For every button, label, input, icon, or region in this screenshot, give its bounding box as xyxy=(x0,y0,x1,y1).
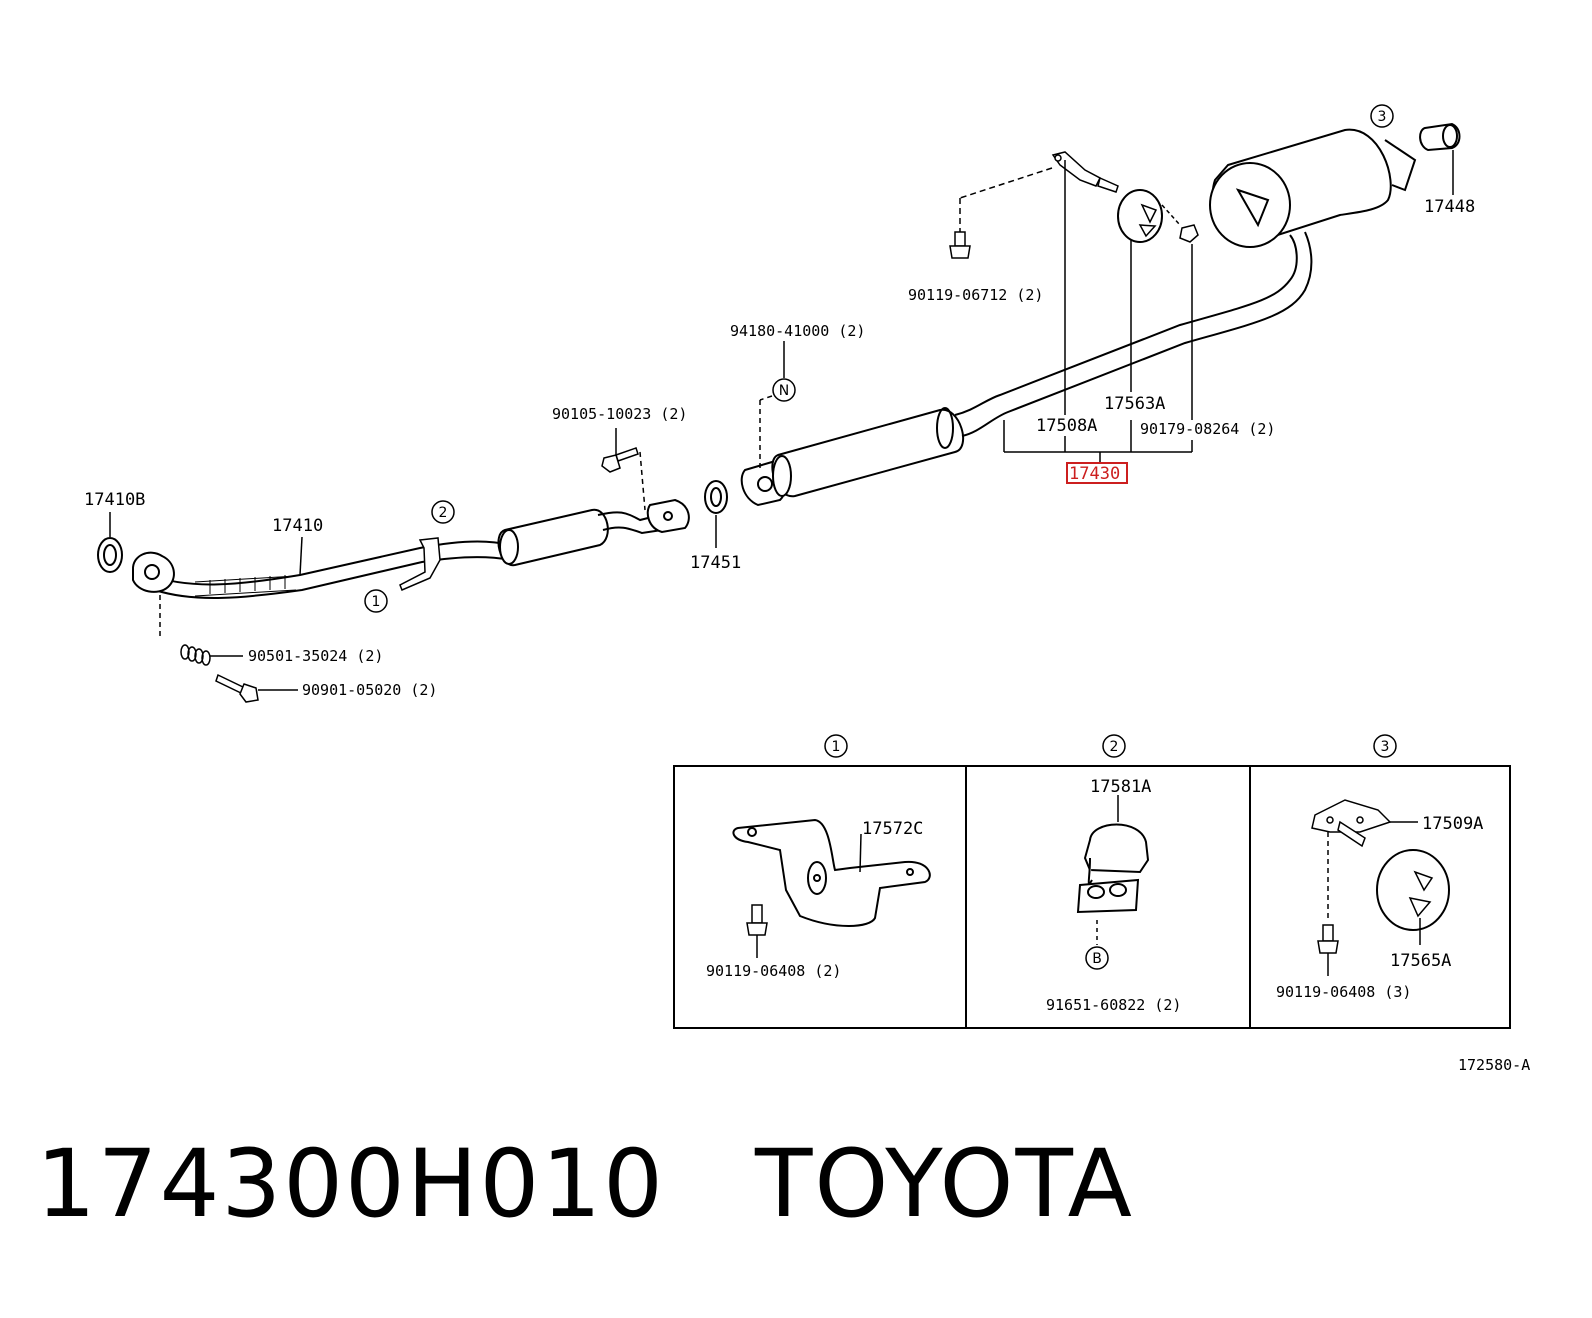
svg-text:2: 2 xyxy=(439,505,448,521)
gasket-17410b[interactable] xyxy=(97,537,123,573)
label-17410: 17410 xyxy=(272,516,323,536)
leader-lines xyxy=(109,150,1454,691)
label-90501: 90501-35024 (2) xyxy=(248,647,383,665)
center-muffler-17430[interactable] xyxy=(771,407,965,498)
front-pipe-17410[interactable] xyxy=(149,540,511,599)
marker-3-main: 3 xyxy=(1370,104,1394,128)
rear-muffler[interactable] xyxy=(1209,128,1417,248)
tail-tip-17448[interactable] xyxy=(1419,122,1461,152)
label-90119-06712: 90119-06712 (2) xyxy=(908,286,1043,304)
svg-text:1: 1 xyxy=(372,594,381,610)
panel-marker-1: 1 xyxy=(824,734,848,758)
part-number: 174300H010 xyxy=(36,1130,665,1239)
front-flange[interactable] xyxy=(131,551,175,593)
center-muffler-front[interactable] xyxy=(497,508,609,567)
tail-pipe-17430[interactable] xyxy=(954,231,1313,437)
label-17508a: 17508A xyxy=(1036,416,1097,436)
label-91651: 91651-60822 (2) xyxy=(1046,996,1181,1014)
svg-text:B: B xyxy=(1092,951,1102,967)
label-17451: 17451 xyxy=(690,553,741,573)
label-17581a: 17581A xyxy=(1090,777,1151,797)
panel-marker-2: 2 xyxy=(1102,734,1126,758)
hanger-bracket-1[interactable] xyxy=(399,537,441,591)
svg-text:2: 2 xyxy=(1110,739,1119,755)
label-diagram-id: 172580-A xyxy=(1458,1056,1530,1074)
rubber-hanger-17563a[interactable] xyxy=(1117,189,1163,243)
marker-2-main: 2 xyxy=(431,500,455,524)
bolt-90119-06408-panel3[interactable] xyxy=(1317,924,1339,976)
marker-n: N xyxy=(772,378,796,402)
rubber-hanger-17565a[interactable] xyxy=(1376,849,1450,945)
label-17509a: 17509A xyxy=(1422,814,1483,834)
label-17430: 17430 xyxy=(1069,464,1120,484)
rear-flange-front-pipe[interactable] xyxy=(646,498,690,534)
label-17572c: 17572C xyxy=(862,819,923,839)
label-17448: 17448 xyxy=(1424,197,1475,217)
bracket-17572c[interactable] xyxy=(732,818,931,927)
label-94180: 94180-41000 (2) xyxy=(730,322,865,340)
label-90901: 90901-05020 (2) xyxy=(302,681,437,699)
svg-text:3: 3 xyxy=(1381,739,1390,755)
label-17563a: 17563A xyxy=(1104,394,1165,414)
label-90179: 90179-08264 (2) xyxy=(1140,420,1275,438)
brand: TOYOTA xyxy=(754,1130,1134,1239)
label-17565a: 17565A xyxy=(1390,951,1451,971)
bracket-17509a[interactable] xyxy=(1311,799,1418,920)
bolt-90119-06408-panel1[interactable] xyxy=(746,904,768,958)
intermediate-pipe[interactable] xyxy=(597,511,663,535)
svg-text:3: 3 xyxy=(1378,109,1387,125)
panel-marker-3: 3 xyxy=(1373,734,1397,758)
label-17410b: 17410B xyxy=(84,490,145,510)
marker-b: B xyxy=(1085,946,1109,970)
label-90119-06408-3: 90119-06408 (3) xyxy=(1276,983,1411,1001)
nut-90179[interactable] xyxy=(1161,204,1199,243)
marker-1-main: 1 xyxy=(364,589,388,613)
highlight-box-17430 xyxy=(1066,462,1128,484)
bolt-90105[interactable] xyxy=(601,447,646,511)
svg-text:N: N xyxy=(779,383,789,399)
svg-text:1: 1 xyxy=(832,739,841,755)
spring-90501[interactable] xyxy=(159,595,211,666)
bolt-90119-06712[interactable] xyxy=(949,167,1053,259)
label-90105: 90105-10023 (2) xyxy=(552,405,687,423)
mount-17581a[interactable] xyxy=(1076,795,1150,945)
detail-panels-frame xyxy=(673,765,1511,1029)
n-clip-dashline xyxy=(759,395,773,468)
label-90119-06408-2: 90119-06408 (2) xyxy=(706,962,841,980)
gasket-17451[interactable] xyxy=(704,480,728,514)
caption: 174300H010 TOYOTA xyxy=(36,1130,1224,1239)
bolt-90901[interactable] xyxy=(215,673,259,703)
bracket-17508a[interactable] xyxy=(1051,151,1119,193)
